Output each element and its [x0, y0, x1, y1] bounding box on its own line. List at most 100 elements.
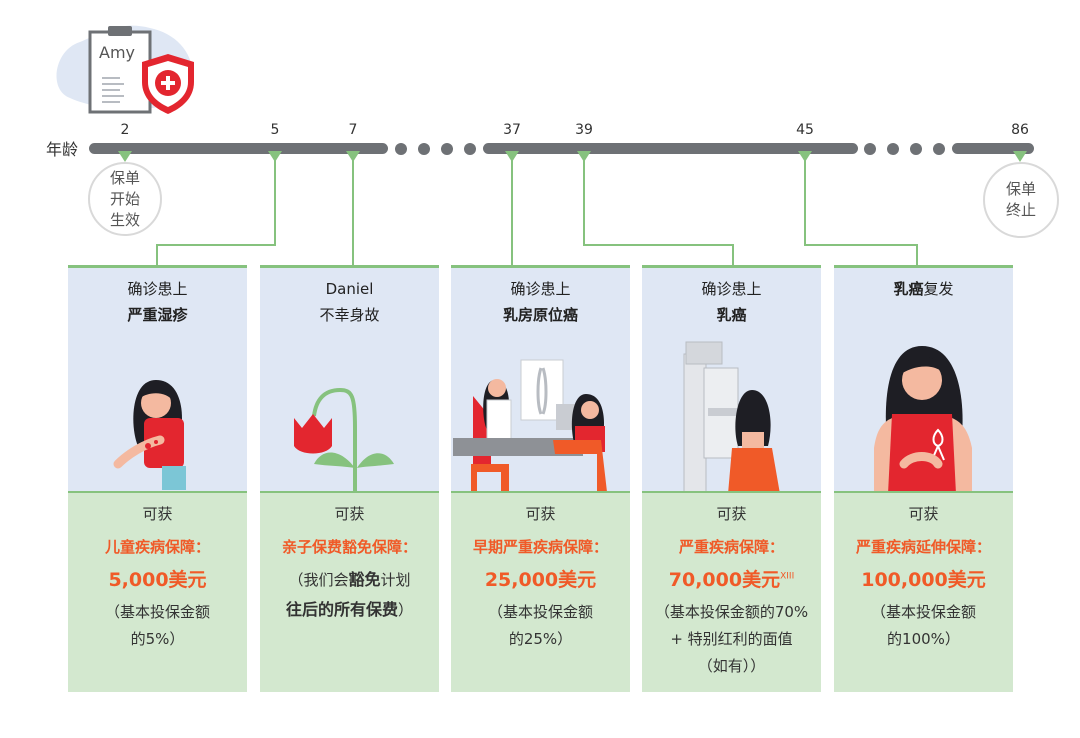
timeline-bar-1	[89, 143, 388, 154]
marker-age-86	[1013, 151, 1027, 162]
note-line: （基本投保金额	[104, 603, 210, 621]
benefit-amount: 5,000美元	[108, 569, 207, 591]
note-bold: 豁免	[348, 570, 381, 589]
marker-age-39	[577, 151, 591, 162]
card-top: 确诊患上乳房原位癌	[451, 265, 630, 492]
note-line: （基本投保金额的70%	[654, 603, 809, 621]
note-line: 的100%）	[887, 630, 960, 648]
benefit-note: （基本投保金额的70% + 特别红利的面值 （如有））	[642, 599, 821, 680]
card-bottom: 可获 儿童疾病保障： 5,000美元 （基本投保金额的5%）	[68, 491, 247, 692]
age-tick: 45	[796, 122, 814, 138]
event-card-breast-cancer: 确诊患上乳癌 可获 严重疾病保障： 70,000美元XIII （基本投保金额的7…	[642, 265, 821, 692]
marker-age-45	[798, 151, 812, 162]
doctor-consultation-illustration	[453, 359, 607, 492]
card-bottom: 可获 亲子保费豁免保障： （我们会豁免计划 往后的所有保费）	[260, 491, 439, 692]
marker-age-2	[118, 151, 132, 162]
policy-illustration	[50, 20, 210, 120]
girl-illustration	[113, 380, 186, 490]
circle-text: 开始	[109, 189, 140, 208]
timeline-dot	[418, 142, 430, 155]
benefit-name: 亲子保费豁免保障：	[281, 538, 417, 556]
card-title-line2: 乳房原位癌	[502, 306, 578, 324]
note-line: 的5%）	[130, 630, 185, 648]
benefit-name: 早期严重疾病保障：	[472, 538, 608, 556]
timeline-dot	[864, 142, 876, 155]
woman-ribbon-illustration	[874, 346, 972, 494]
note-bold: 往后的所有保费	[285, 600, 398, 619]
gain-label: 可获	[908, 505, 939, 523]
marker-age-5	[268, 151, 282, 162]
note-line: 的25%）	[508, 630, 573, 648]
timeline-bar-2	[483, 143, 858, 154]
gain-label: 可获	[142, 505, 173, 523]
age-tick: 39	[575, 122, 593, 138]
benefit-name: 儿童疾病保障：	[104, 538, 210, 556]
card-top: Daniel 不幸身故	[260, 265, 439, 494]
amount-footnote: XIII	[780, 571, 795, 582]
benefit-note: （基本投保金额的100%）	[834, 599, 1013, 653]
marker-age-7	[346, 151, 360, 162]
age-tick: 86	[1011, 122, 1029, 138]
card-title-line1: Daniel	[325, 280, 374, 298]
marker-age-37	[505, 151, 519, 162]
card-top: 乳癌复发	[834, 265, 1013, 494]
gain-label: 可获	[525, 505, 556, 523]
card-bottom: 可获 早期严重疾病保障： 25,000美元 （基本投保金额的25%）	[451, 491, 630, 692]
card-title-line1: 确诊患上	[701, 280, 762, 298]
card-title-line2: 乳癌	[716, 306, 747, 324]
card-title-bold: 乳癌	[893, 280, 924, 298]
card-title-line1: 确诊患上	[510, 280, 571, 298]
event-card-in-situ: 确诊患上乳房原位癌 可获 早期严重疾病保障： 25,000美元 （基本投保金额的…	[451, 265, 630, 692]
benefit-note: （我们会豁免计划 往后的所有保费）	[260, 565, 439, 625]
card-top: 确诊患上乳癌	[642, 265, 821, 494]
card-title-line2: 严重湿疹	[127, 306, 188, 324]
amount-value: 70,000美元	[668, 569, 781, 591]
gain-label: 可获	[716, 505, 747, 523]
policy-start-circle: 保单开始生效	[88, 162, 162, 236]
benefit-note: （基本投保金额的25%）	[451, 599, 630, 653]
card-top: 确诊患上严重湿疹	[68, 265, 247, 491]
card-bottom: 可获 严重疾病保障： 70,000美元XIII （基本投保金额的70% + 特别红…	[642, 491, 821, 692]
card-title-line1: 确诊患上	[127, 280, 188, 298]
gain-label: 可获	[334, 505, 365, 523]
event-card-eczema: 确诊患上严重湿疹 可获 儿童疾病保障： 5,000美元 （基本投保金额的5%）	[68, 265, 247, 692]
benefit-name: 严重疾病延伸保障：	[855, 538, 991, 556]
benefit-amount: 100,000美元	[861, 569, 986, 591]
timeline-dot	[910, 142, 922, 155]
timeline-dot	[441, 142, 453, 155]
note-line: （基本投保金额	[487, 603, 593, 621]
age-tick: 5	[270, 122, 280, 138]
note-line: （如有））	[697, 657, 766, 675]
note-line: + 特别红利的面值	[670, 630, 793, 648]
benefit-name: 严重疾病保障：	[678, 538, 784, 556]
event-card-death: Daniel 不幸身故 可获 亲子保费豁免保障： （我们会豁免计划 往后的所有保费…	[260, 265, 439, 692]
age-label: 年龄	[46, 140, 79, 159]
timeline-dot	[933, 142, 945, 155]
card-title-line2: 不幸身故	[319, 306, 380, 324]
card-bottom: 可获 严重疾病延伸保障： 100,000美元 （基本投保金额的100%）	[834, 491, 1013, 692]
age-tick: 7	[348, 122, 358, 138]
timeline-bar-3	[952, 143, 1034, 154]
benefit-amount: 25,000美元	[484, 569, 597, 591]
clipboard-name: Amy	[99, 43, 135, 62]
timeline-dot	[395, 142, 407, 155]
connector-age-39	[583, 155, 734, 265]
note-text: 计划	[380, 571, 411, 589]
card-title-rest: 复发	[923, 280, 954, 298]
connector-age-45	[804, 155, 918, 265]
age-tick: 37	[503, 122, 521, 138]
policy-end-circle: 保单终止	[983, 162, 1059, 238]
note-text: ）	[398, 601, 414, 619]
timeline-dot	[887, 142, 899, 155]
benefit-note: （基本投保金额的5%）	[68, 599, 247, 653]
age-tick: 2	[120, 122, 130, 138]
benefit-amount: 70,000美元XIII	[642, 565, 821, 592]
connector-age-5	[156, 155, 276, 265]
circle-text: 生效	[109, 210, 140, 229]
note-text: （我们会	[288, 571, 349, 589]
circle-text: 保单	[109, 168, 140, 187]
wilted-flower-illustration	[294, 387, 394, 494]
event-card-relapse: 乳癌复发 可获 严重疾病延伸保障： 100,000美元 （基本投保金额的100%…	[834, 265, 1013, 692]
circle-text: 保单	[1005, 180, 1036, 198]
